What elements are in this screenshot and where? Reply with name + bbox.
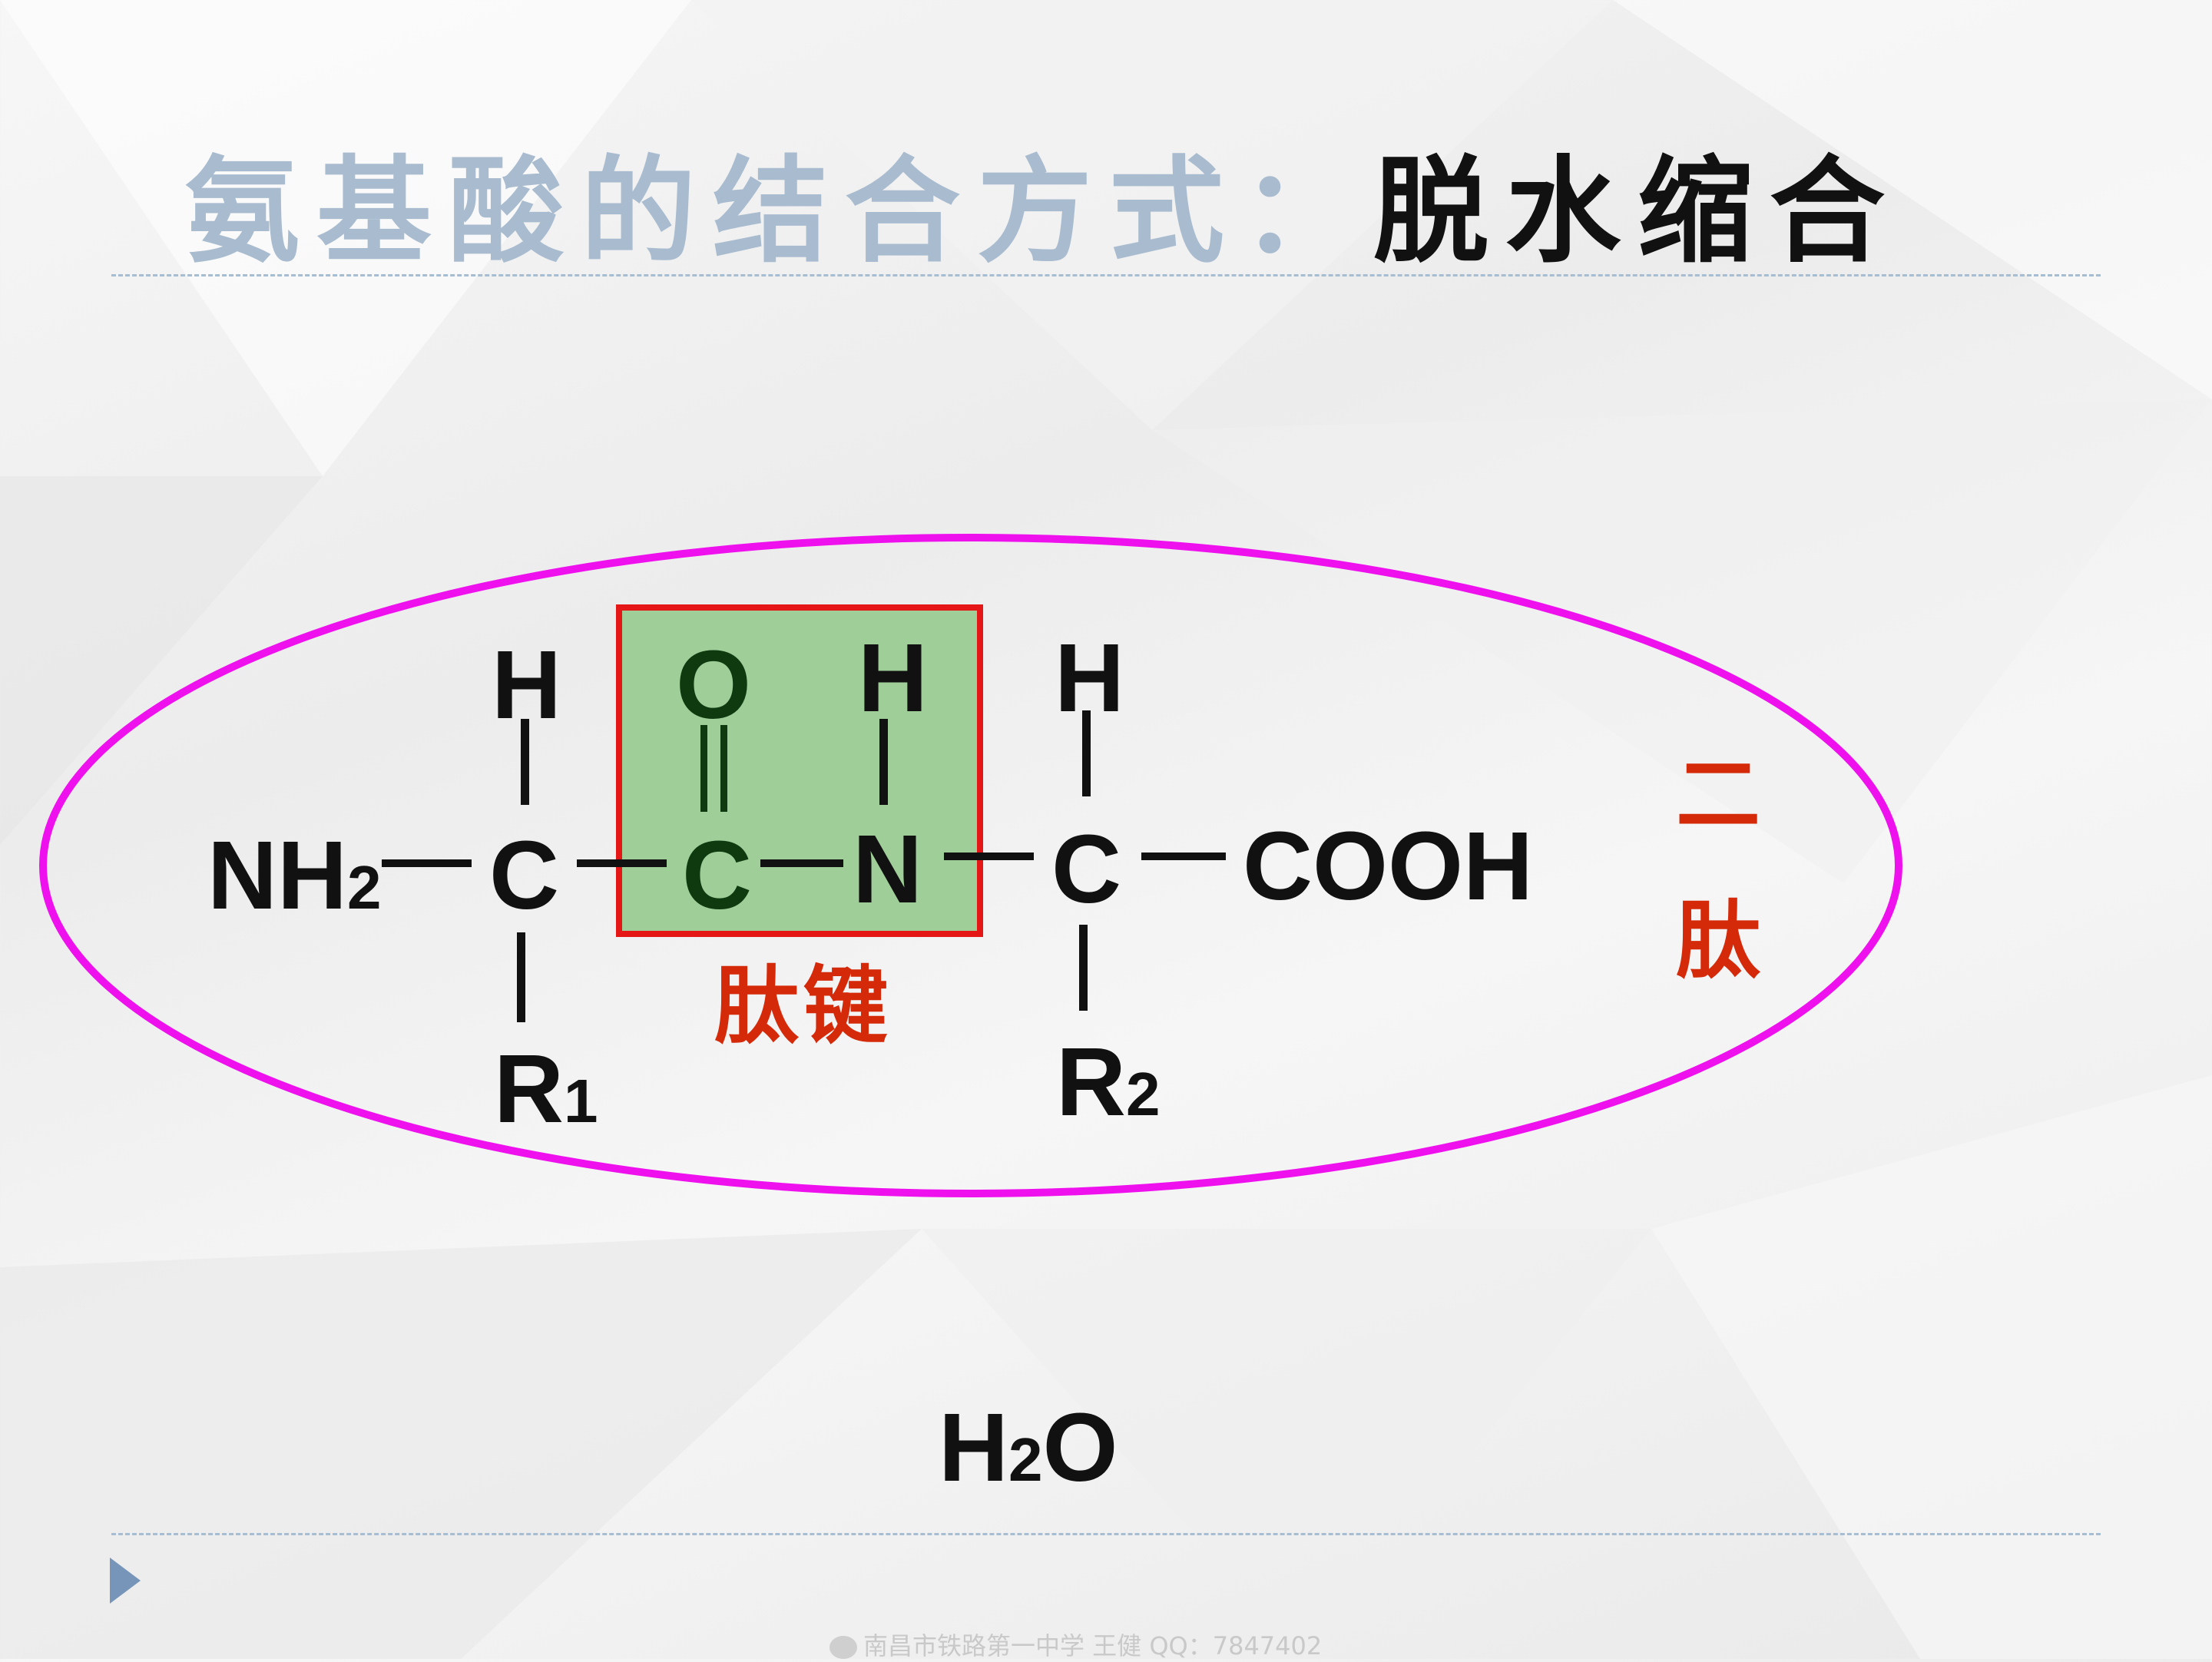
bond-c2-r2 [1079,925,1088,1011]
watermark: 南昌市铁路第一中学 王健 QQ：7847402 [830,1627,1322,1662]
carbonyl-carbon: C [682,821,752,929]
bond-n-c2 [944,853,1034,860]
title-part-2: 脱水缩合 [1373,144,1902,279]
r1-group: R1 [494,1035,598,1143]
h-atom-1: H [492,631,561,739]
double-bond-right [720,725,727,812]
amide-hydrogen: H [858,624,928,732]
top-divider [111,274,2101,276]
bond-c1-carbonyl [577,859,667,867]
bond-c-n [760,859,843,867]
peptide-bond-box [616,604,983,937]
panda-icon [830,1636,857,1659]
bond-n-c1 [382,859,472,867]
bond-h1-c1 [521,719,529,805]
r2-group: R2 [1056,1028,1161,1136]
bottom-divider [111,1533,2101,1535]
double-bond-left [700,725,707,812]
water-molecule: H2O [939,1393,1118,1501]
carboxyl-group: COOH [1243,812,1533,920]
dipeptide-label-1: 二 [1676,745,1760,844]
slide-title: 氨基酸的结合方式：脱水缩合 [184,134,1902,288]
carbonyl-oxygen: O [676,631,752,739]
next-slide-arrow-icon[interactable] [110,1558,141,1604]
h-atom-2: H [1055,624,1124,732]
alpha-carbon-2: C [1051,815,1121,923]
alpha-carbon-1: C [489,821,559,929]
bond-c2-cooh [1141,853,1226,860]
title-part-1: 氨基酸的结合方式： [184,144,1374,279]
peptide-bond-label: 肽键 [714,956,892,1055]
amino-group: NH2 [207,821,382,929]
bond-n-h [879,719,888,805]
dipeptide-label-2: 肽 [1676,891,1760,990]
amide-nitrogen: N [853,815,922,923]
bond-h2-c2 [1082,710,1091,796]
bond-c1-r1 [517,932,525,1022]
